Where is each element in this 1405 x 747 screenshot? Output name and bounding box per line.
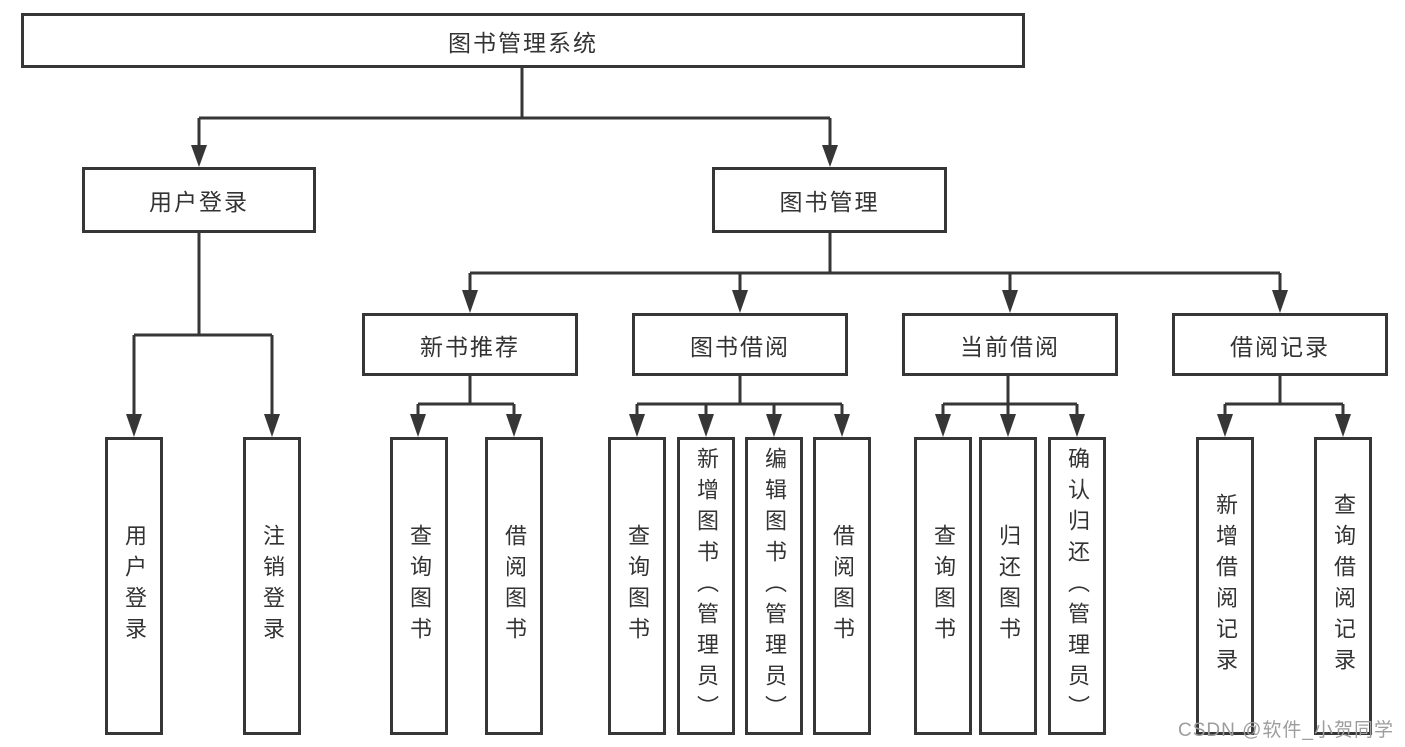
leaf-label: 新增借阅记录 <box>1213 493 1238 679</box>
leaf-label: 查询图书 <box>625 524 650 648</box>
leaf-label: 查询图书 <box>931 524 956 648</box>
node-label: 图书管理系统 <box>448 29 598 56</box>
node-borrow-records: 借阅记录 <box>1172 313 1388 376</box>
node-label: 当前借阅 <box>960 333 1060 360</box>
node-user-login: 用户登录 <box>82 167 316 233</box>
leaf-label: 新增图书（管理员） <box>694 446 719 726</box>
leaf-edit-books-admin: 编辑图书（管理员） <box>745 437 803 735</box>
leaf-label: 注销登录 <box>260 524 285 648</box>
node-label: 新书推荐 <box>420 333 520 360</box>
node-book-management: 图书管理 <box>712 167 947 233</box>
leaf-query-borrow-record: 查询借阅记录 <box>1314 437 1372 735</box>
leaf-label: 借阅图书 <box>830 524 855 648</box>
node-library-management-system: 图书管理系统 <box>21 13 1025 68</box>
leaf-add-borrow-record: 新增借阅记录 <box>1196 437 1254 735</box>
leaf-label: 编辑图书（管理员） <box>762 446 787 726</box>
leaf-label: 借阅图书 <box>502 524 527 648</box>
leaf-label: 用户登录 <box>122 524 147 648</box>
leaf-query-books: 查询图书 <box>390 437 448 735</box>
node-label: 图书借阅 <box>690 333 790 360</box>
node-new-book-recommend: 新书推荐 <box>362 313 578 376</box>
leaf-label: 查询借阅记录 <box>1331 493 1356 679</box>
leaf-borrow-books: 借阅图书 <box>485 437 543 735</box>
node-label: 用户登录 <box>149 189 249 215</box>
leaf-add-books-admin: 新增图书（管理员） <box>677 437 735 735</box>
csdn-watermark: CSDN @软件_小贺同学 <box>1178 720 1394 741</box>
leaf-return-books: 归还图书 <box>979 437 1037 735</box>
node-book-borrow: 图书借阅 <box>632 313 848 376</box>
leaf-user-login: 用户登录 <box>105 437 163 735</box>
node-label: 图书管理 <box>779 189 880 215</box>
leaf-borrow-borrow-books: 借阅图书 <box>813 437 871 735</box>
leaf-logout: 注销登录 <box>243 437 301 735</box>
leaf-label: 确认归还（管理员） <box>1065 446 1090 726</box>
node-current-borrow: 当前借阅 <box>902 313 1118 376</box>
node-label: 借阅记录 <box>1230 333 1330 360</box>
leaf-label: 查询图书 <box>407 524 432 648</box>
leaf-current-query-books: 查询图书 <box>914 437 972 735</box>
leaf-borrow-query-books: 查询图书 <box>608 437 666 735</box>
leaf-confirm-return-admin: 确认归还（管理员） <box>1048 437 1106 735</box>
leaf-label: 归还图书 <box>996 524 1021 648</box>
